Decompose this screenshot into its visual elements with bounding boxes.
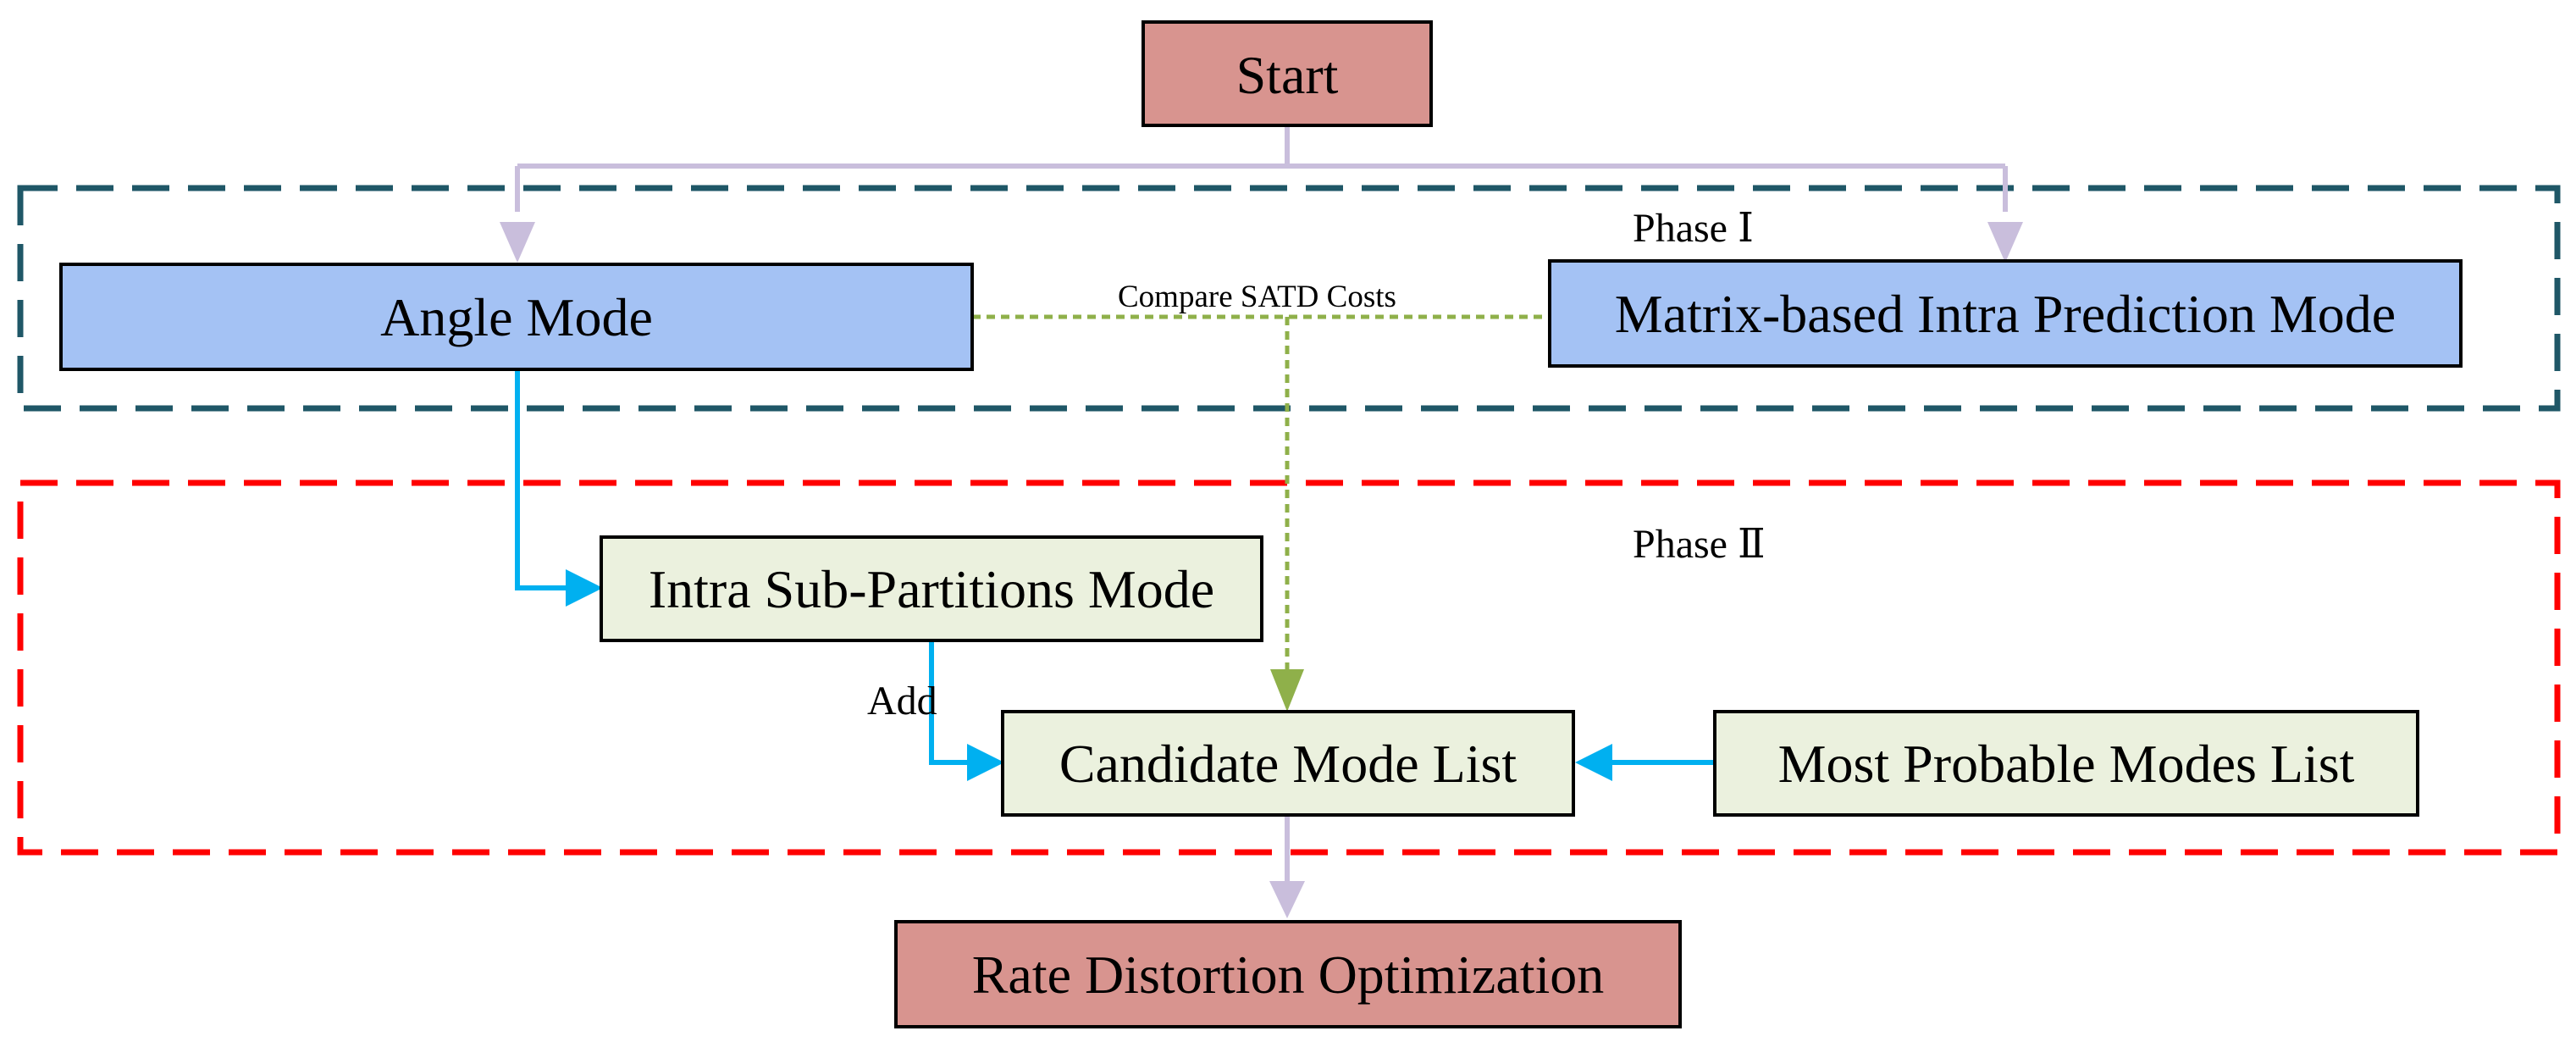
- mpm-to-candidate-connector: [1575, 744, 1715, 781]
- candidate-list-label: Candidate Mode List: [1059, 734, 1517, 794]
- mip-mode-node: Matrix-based Intra Prediction Mode: [1548, 259, 2463, 368]
- arrowhead-isp-to-candidate: [967, 744, 1004, 781]
- compare-connector: [972, 314, 1550, 712]
- compare-label: Compare SATD Costs: [1118, 280, 1396, 314]
- add-label: Add: [867, 679, 937, 723]
- mip-mode-label: Matrix-based Intra Prediction Mode: [1615, 284, 2396, 344]
- isp-to-candidate-connector: [929, 640, 1004, 781]
- arrowhead-to-mip: [1987, 222, 2023, 263]
- angle-mode-node: Angle Mode: [59, 263, 974, 371]
- arrowhead-to-candidate: [1270, 669, 1304, 712]
- mpm-list-node: Most Probable Modes List: [1713, 710, 2419, 817]
- arrowhead-to-angle: [500, 222, 535, 263]
- phase1-label: Phase Ⅰ: [1633, 206, 1754, 251]
- isp-mode-node: Intra Sub-Partitions Mode: [600, 535, 1263, 642]
- phase2-label: Phase Ⅱ: [1633, 522, 1766, 567]
- start-label: Start: [1236, 45, 1339, 105]
- candidate-to-rdo-connector: [1269, 815, 1305, 918]
- isp-mode-label: Intra Sub-Partitions Mode: [649, 559, 1214, 619]
- rdo-node: Rate Distortion Optimization: [894, 920, 1682, 1028]
- start-node: Start: [1142, 20, 1433, 127]
- angle-to-isp-connector: [515, 369, 603, 607]
- rdo-label: Rate Distortion Optimization: [972, 945, 1605, 1005]
- arrowhead-to-rdo: [1269, 881, 1305, 918]
- arrowhead-mpm-to-candidate: [1575, 744, 1612, 781]
- start-split-connector: [500, 125, 2023, 263]
- mpm-list-label: Most Probable Modes List: [1778, 734, 2355, 794]
- arrowhead-to-isp: [566, 569, 603, 607]
- candidate-list-node: Candidate Mode List: [1001, 710, 1575, 817]
- angle-mode-label: Angle Mode: [380, 287, 653, 347]
